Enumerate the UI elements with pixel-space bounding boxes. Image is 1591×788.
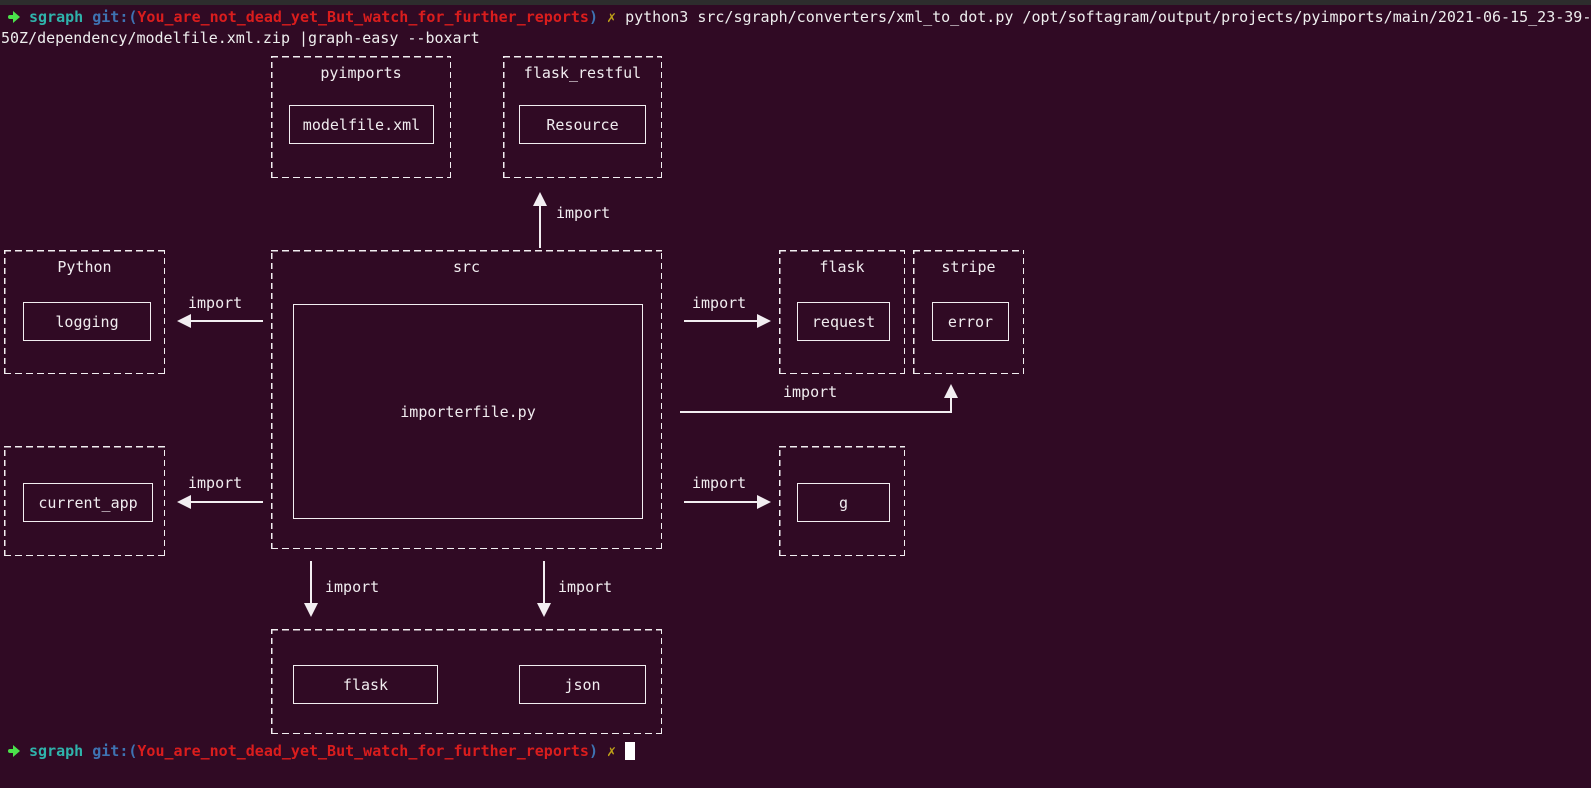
edge-src-flask-line [684,320,758,322]
group-src-title: src [452,258,481,276]
prompt-arrow-icon [8,743,20,759]
group-g: g [779,446,905,556]
prompt-git-suffix: ) [588,8,598,26]
prompt-dirty-flag: ✗ [607,742,617,760]
node-error: error [932,302,1009,341]
edge-src-current-app-line [186,501,263,503]
window-top-edge [0,0,1591,5]
edge-src-stripe-label: import [783,383,838,401]
group-flask-json: flask json [271,629,662,734]
edge-src-json-line [543,561,545,603]
prompt-line-1: sgraph git:(You_are_not_dead_yet_But_wat… [8,8,1591,26]
arrowhead-right-icon [757,495,771,509]
node-g: g [797,483,890,522]
node-resource: Resource [519,105,646,144]
arrowhead-left-icon [177,314,191,328]
group-pyimports: pyimports modelfile.xml [271,56,451,178]
prompt-git-suffix: ) [588,742,598,760]
prompt-dirty-flag: ✗ [607,8,617,26]
prompt-arrow-icon [8,9,20,25]
command-text-line-1: python3 src/sgraph/converters/xml_to_dot… [625,8,1591,26]
group-python: Python logging [4,250,165,374]
group-flask-title: flask [819,258,865,276]
edge-src-python-line [186,320,263,322]
group-current-app: current_app [4,446,165,556]
node-importerfile-py: importerfile.py [293,304,643,519]
node-modelfile-xml: modelfile.xml [289,105,434,144]
edge-src-python-label: import [188,294,243,312]
edge-src-flask-restful-label: import [556,204,611,222]
group-flask-restful: flask_restful Resource [503,56,662,178]
edge-src-json-label: import [558,578,613,596]
edge-src-flask2-line [310,561,312,603]
arrowhead-right-icon [757,314,771,328]
node-flask: flask [293,665,438,704]
prompt-git-prefix: git:( [92,8,138,26]
arrowhead-down-icon [537,603,551,617]
edge-src-current-app-label: import [188,474,243,492]
edge-src-stripe-line-v [950,398,952,412]
prompt-git-prefix: git:( [92,742,138,760]
edge-src-flask2-label: import [325,578,380,596]
edge-src-stripe-line-h [680,411,952,413]
edge-src-flask-restful-line [539,206,541,248]
node-current-app: current_app [23,483,153,522]
group-stripe: stripe error [913,250,1024,374]
terminal-cursor [625,742,636,760]
group-stripe-title: stripe [941,258,996,276]
prompt-cwd: sgraph [29,8,84,26]
arrowhead-up-icon [944,384,958,398]
command-text-line-2: 50Z/dependency/modelfile.xml.zip |graph-… [1,29,480,47]
edge-src-g-label: import [692,474,747,492]
edge-src-g-line [684,501,758,503]
prompt-cwd: sgraph [29,742,84,760]
edge-src-flask-label: import [692,294,747,312]
prompt-branch: You_are_not_dead_yet_But_watch_for_furth… [137,742,589,760]
arrowhead-left-icon [177,495,191,509]
arrowhead-up-icon [533,192,547,206]
prompt-branch: You_are_not_dead_yet_But_watch_for_furth… [137,8,589,26]
group-pyimports-title: pyimports [320,64,402,82]
arrowhead-down-icon [304,603,318,617]
group-flask-restful-title: flask_restful [523,64,642,82]
group-python-title: Python [57,258,112,276]
node-request: request [797,302,890,341]
node-logging: logging [23,302,151,341]
node-json: json [519,665,646,704]
group-src: src importerfile.py [271,250,662,549]
prompt-line-2: sgraph git:(You_are_not_dead_yet_But_wat… [8,742,636,760]
group-flask: flask request [779,250,905,374]
